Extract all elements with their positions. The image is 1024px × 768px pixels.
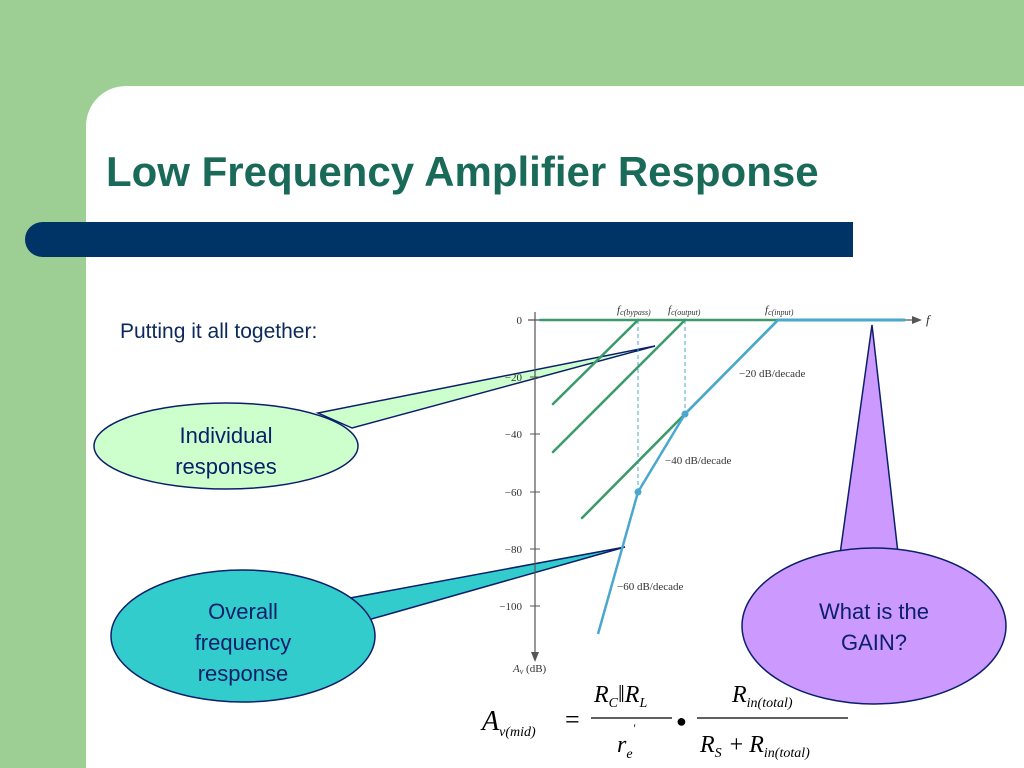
- overall-response-curve: [596, 319, 779, 635]
- individual-callout-text: Individual responses: [146, 420, 306, 482]
- gain-question-callout: [741, 547, 1007, 705]
- overall-breakpoint-output: [681, 410, 689, 418]
- title-underline-bar: [25, 222, 853, 257]
- formula-multiply-dot: ●: [676, 711, 687, 731]
- formula-lhs: Av(mid): [480, 706, 536, 740]
- overall-breakpoint-bypass: [634, 488, 642, 496]
- slope-40-label: −40 dB/decade: [665, 455, 731, 467]
- x-axis-arrow: [912, 316, 922, 324]
- y-axis-arrow: [531, 652, 539, 662]
- slope-20-label: −20 dB/decade: [739, 368, 805, 380]
- fc-output-label: fc(output): [668, 304, 701, 317]
- y-axis-label: Av (dB): [512, 663, 547, 676]
- y-tick-60: −60: [505, 487, 523, 499]
- y-tick-0: 0: [517, 315, 523, 327]
- gain-callout-line-2: GAIN?: [840, 630, 908, 655]
- overall-callout-line-2: frequency: [194, 630, 292, 655]
- overall-response-callout: [110, 569, 376, 703]
- formula-num1: RC‖RL: [593, 682, 647, 711]
- individual-callout-line-1: Individual: [179, 423, 273, 448]
- y-tick-100: −100: [499, 601, 522, 613]
- slide-subtitle: Putting it all together:: [120, 320, 318, 343]
- formula-den2: RS+Rin(total): [699, 732, 810, 761]
- individual-callout-tail: [315, 345, 656, 429]
- individual-callout-line-2: responses: [175, 454, 277, 479]
- bypass-response-line: [551, 318, 640, 406]
- gain-callout-text: What is the GAIN?: [784, 596, 964, 658]
- overall-callout-line-3: response: [197, 661, 289, 686]
- slide-title: Low Frequency Amplifier Response: [106, 148, 819, 195]
- fc-bypass-label: fc(bypass): [617, 304, 651, 317]
- slope-60-label: −60 dB/decade: [617, 581, 683, 593]
- x-axis-label: f: [926, 312, 932, 327]
- gain-callout-line-1: What is the: [818, 599, 930, 624]
- output-response-line: [551, 318, 687, 454]
- y-tick-80: −80: [505, 544, 523, 556]
- overall-callout-tail: [348, 546, 626, 621]
- formula-den1: re': [617, 721, 636, 762]
- overall-callout-text: Overall frequency response: [163, 596, 323, 689]
- gain-formula: Av(mid) = RC‖RL re' ● Rin(total) RS+Rin(…: [480, 682, 848, 762]
- y-tick-20: −20: [505, 372, 523, 384]
- overall-callout-line-1: Overall: [208, 599, 278, 624]
- individual-responses-callout: [93, 402, 359, 490]
- formula-equals: =: [565, 705, 580, 734]
- fc-input-label: fc(input): [765, 304, 794, 317]
- y-tick-40: −40: [505, 429, 523, 441]
- formula-num2: Rin(total): [731, 682, 793, 711]
- y-ticks: [530, 319, 540, 607]
- individual-response-lines: [538, 318, 780, 520]
